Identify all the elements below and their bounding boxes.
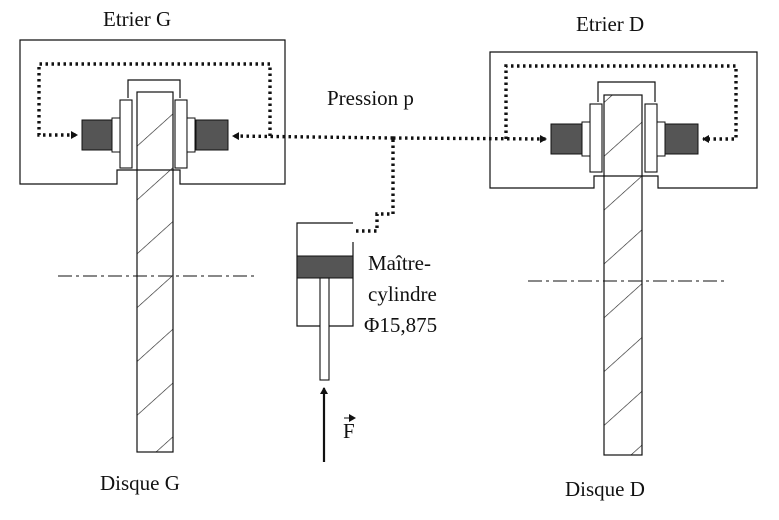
label-master-cylinder-2: cylindre: [368, 282, 437, 306]
master-cylinder-piston: [296, 255, 354, 279]
label-disc-right: Disque D: [565, 477, 645, 501]
brake-pad-right-inner: [664, 123, 699, 155]
brake-pad-right-outer: [550, 123, 583, 155]
label-force-group: F: [343, 414, 356, 443]
caliper-right-body: [489, 51, 758, 189]
caliper-right-housing-right: [644, 103, 658, 173]
caliper-right: [489, 51, 758, 189]
hydraulic-circuit: [37, 62, 738, 233]
label-caliper-right: Etrier D: [576, 12, 644, 36]
label-disc-left: Disque G: [100, 471, 180, 495]
label-pressure: Pression p: [327, 86, 414, 110]
brake-pad-left-inner: [195, 119, 229, 151]
caliper-right-housing-left: [589, 103, 603, 173]
master-cylinder: [296, 222, 354, 381]
caliper-left-bridge: [127, 79, 181, 98]
disc-left: [136, 91, 174, 453]
disc-right: [603, 94, 643, 456]
label-force: F: [343, 419, 355, 443]
caliper-right-bridge: [597, 81, 656, 102]
brake-pad-left-outer: [81, 119, 113, 151]
label-master-cylinder-1: Maître-: [368, 251, 431, 275]
caliper-left-body: [19, 39, 286, 185]
caliper-left: [19, 39, 286, 185]
label-caliper-left: Etrier G: [103, 7, 171, 31]
label-master-cylinder-diameter: Φ15,875: [364, 313, 437, 337]
caliper-left-housing-right: [174, 99, 188, 169]
master-cylinder-rod: [319, 277, 330, 381]
caliper-left-housing-left: [119, 99, 133, 169]
master-cylinder-body: [296, 222, 354, 327]
